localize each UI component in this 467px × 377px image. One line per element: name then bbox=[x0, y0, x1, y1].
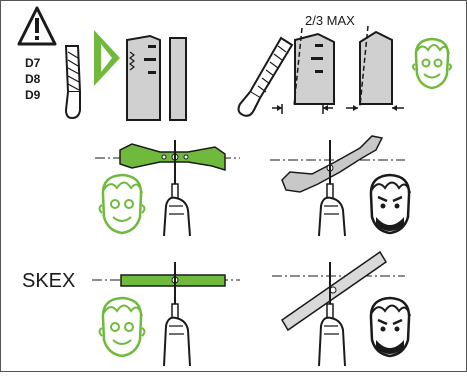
happy-face-icon bbox=[413, 39, 451, 88]
blade-edge-section bbox=[127, 36, 186, 120]
code-d8: D8 bbox=[25, 72, 41, 86]
code-d7: D7 bbox=[25, 56, 41, 70]
angry-face-icon bbox=[371, 298, 410, 356]
angry-face-icon bbox=[371, 175, 410, 233]
blade-type-label: SKEX bbox=[22, 270, 75, 292]
file-icon bbox=[66, 46, 80, 118]
happy-face-icon bbox=[100, 175, 145, 233]
happy-face-icon bbox=[100, 298, 145, 356]
code-d9: D9 bbox=[25, 88, 41, 102]
max-label: 2/3 MAX bbox=[305, 13, 355, 28]
